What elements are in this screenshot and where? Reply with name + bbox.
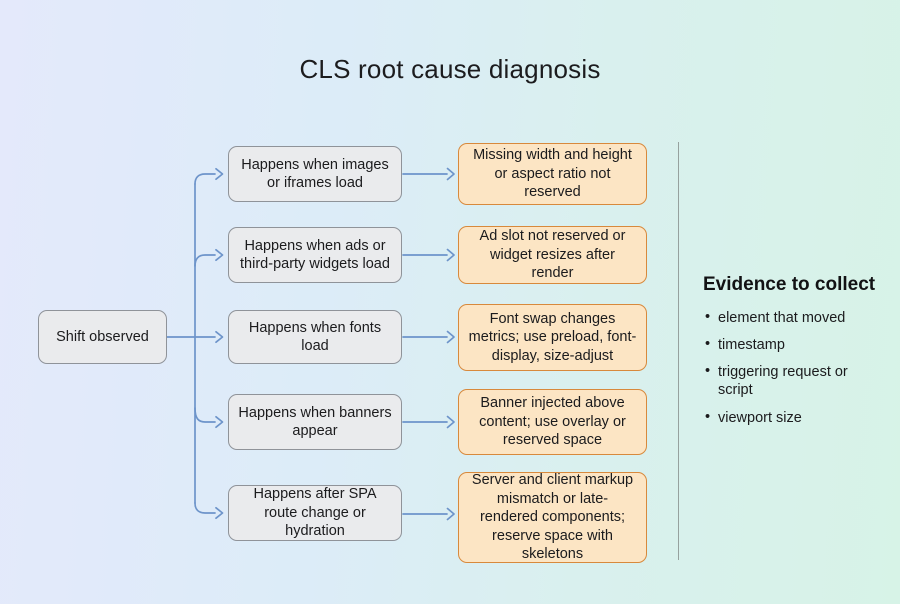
arrowhead-icon (215, 167, 224, 181)
edge-branch-2 (194, 254, 216, 267)
edge-branch-4 (194, 407, 216, 423)
node-label: Happens when ads or third-party widgets … (240, 237, 390, 272)
node-label: Font swap changes metrics; use preload, … (468, 310, 637, 364)
cause-node-banner-injected: Banner injected above content; use overl… (458, 389, 647, 455)
node-label: Missing width and height or aspect ratio… (473, 147, 632, 201)
arrowhead-icon (446, 507, 455, 521)
arrowhead-icon (446, 415, 455, 429)
evidence-heading: Evidence to collect (703, 274, 876, 295)
edge-branch-1 (194, 173, 216, 185)
evidence-list: element that moved timestamp triggering … (703, 308, 875, 427)
evidence-panel: Evidence to collect element that moved t… (703, 274, 888, 436)
node-label: Happens when images or iframes load (241, 156, 389, 191)
arrowhead-icon (446, 167, 455, 181)
condition-node-ads-widgets: Happens when ads or third-party widgets … (228, 227, 402, 283)
node-label: Happens when banners appear (238, 404, 392, 439)
cause-node-font-swap: Font swap changes metrics; use preload, … (458, 304, 647, 371)
arrowhead-icon (215, 415, 224, 429)
node-label: Banner injected above content; use overl… (479, 395, 626, 449)
arrowhead-icon (215, 506, 224, 520)
arrowhead-icon (446, 330, 455, 344)
condition-node-banners: Happens when banners appear (228, 394, 402, 450)
vertical-divider (678, 142, 679, 560)
evidence-item: element that moved (703, 308, 875, 327)
node-label: Server and client markup mismatch or lat… (471, 472, 634, 563)
page-title: CLS root cause diagnosis (299, 54, 601, 84)
arrowhead-icon (215, 248, 224, 262)
evidence-item: triggering request or script (703, 362, 875, 399)
arrowhead-icon (215, 330, 224, 344)
cause-node-ad-slot: Ad slot not reserved or widget resizes a… (458, 226, 647, 284)
evidence-item: viewport size (703, 407, 875, 427)
condition-node-fonts: Happens when fonts load (228, 310, 402, 364)
root-node-shift-observed: Shift observed (38, 310, 167, 364)
cause-node-missing-dimensions: Missing width and height or aspect ratio… (458, 143, 647, 205)
arrowhead-icon (446, 248, 455, 262)
node-label: Shift observed (56, 328, 149, 345)
edge-branch-5 (194, 502, 216, 514)
cause-node-markup-mismatch: Server and client markup mismatch or lat… (458, 472, 647, 563)
node-label: Ad slot not reserved or widget resizes a… (479, 228, 626, 282)
node-label: Happens when fonts load (248, 319, 382, 354)
condition-node-images-iframes: Happens when images or iframes load (228, 146, 402, 202)
evidence-item: timestamp (703, 335, 875, 354)
condition-node-spa-hydration: Happens after SPA route change or hydrat… (228, 485, 402, 541)
node-label: Happens after SPA route change or hydrat… (253, 486, 377, 540)
